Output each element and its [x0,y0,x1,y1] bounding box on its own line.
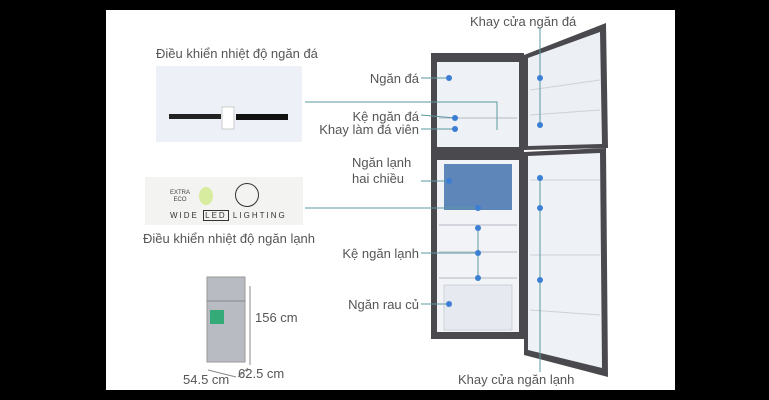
vegetable-drawer [443,284,513,331]
lighting-text: LIGHTING [232,211,287,220]
eco-label-1: EXTRA [170,190,191,196]
label-freezer-shelf: Kệ ngăn đá [352,109,419,124]
freezer-control-image [156,66,302,142]
marker-dots [446,75,543,307]
temperature-dial-icon [235,183,259,207]
label-vegetable-drawer: Ngăn rau củ [348,297,419,312]
dimension-depth: 62.5 cm [238,366,285,381]
dimension-width: 54.5 cm [183,372,230,387]
label-freezer: Ngăn đá [369,71,419,86]
label-two-way-line1: Ngăn lạnh [352,155,412,170]
eco-button-icon [199,187,213,205]
two-way-compartment [444,164,512,210]
dimension-height: 156 cm [255,310,298,325]
label-two-way-line2: hai chiều [352,171,405,186]
eco-label-2: ECO [173,197,187,203]
diagram-canvas: EXTRA ECO WIDE LED LIGHTING Khay cửa ngă… [106,10,675,390]
label-fridge-control: Điều khiển nhiệt độ ngăn lạnh [143,231,316,246]
label-fridge-shelf: Kệ ngăn lạnh [342,246,419,261]
freezer-interior [437,62,519,147]
label-freezer-door-tray: Khay cửa ngăn đá [470,14,577,29]
lighting-led: LED [203,210,229,221]
label-ice-tray: Khay làm đá viên [319,122,419,137]
lighting-wide: WIDE [170,211,199,220]
label-fridge-door-tray: Khay cửa ngăn lạnh [458,372,575,387]
label-freezer-control: Điều khiển nhiệt độ ngăn đá [156,46,318,61]
fridge-illustration [156,23,608,378]
fridge-control-image: EXTRA ECO WIDE LED LIGHTING [145,177,303,225]
